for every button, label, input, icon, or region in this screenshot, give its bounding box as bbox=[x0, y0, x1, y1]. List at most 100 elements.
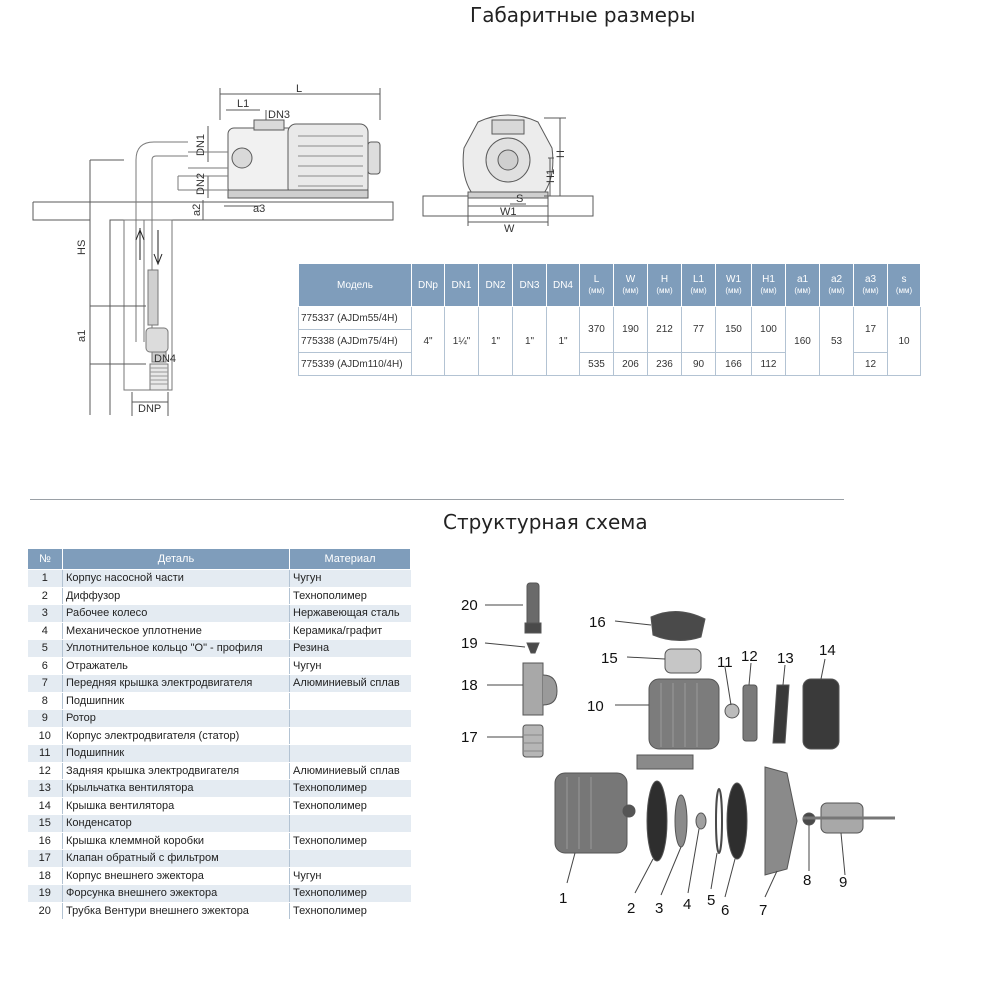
col-h: H(мм) bbox=[647, 263, 682, 307]
part-number-cell: 17 bbox=[27, 849, 63, 868]
dimensions-header-row: Модель DNp DN1 DN2 DN3 DN4 L(мм) W(мм) H… bbox=[298, 263, 921, 307]
part-material-cell bbox=[289, 727, 411, 745]
col-dnp: DNp bbox=[411, 263, 445, 307]
h1-cell: 112 bbox=[751, 352, 786, 376]
part-material-cell bbox=[289, 692, 411, 710]
part-material-cell bbox=[289, 814, 411, 833]
part-material-cell bbox=[289, 709, 411, 728]
l1-cell: 90 bbox=[681, 352, 716, 376]
col-a3: a3(мм) bbox=[853, 263, 888, 307]
label-DNP: DNP bbox=[138, 403, 161, 415]
col-model: Модель bbox=[298, 263, 412, 307]
a3-cell: 12 bbox=[853, 352, 888, 376]
col-a2: a2(мм) bbox=[819, 263, 854, 307]
callout-13: 13 bbox=[777, 650, 794, 667]
part-material-cell: Технополимер bbox=[289, 884, 411, 903]
part-name-cell: Рабочее колесо bbox=[62, 604, 290, 623]
callout-18: 18 bbox=[461, 677, 478, 694]
part-number-cell: 16 bbox=[27, 832, 63, 850]
label-H: H bbox=[555, 150, 567, 158]
a1-cell: 160 bbox=[785, 306, 820, 376]
col-l: L(мм) bbox=[579, 263, 614, 307]
label-a3: a3 bbox=[253, 203, 265, 215]
label-W1: W1 bbox=[500, 206, 517, 218]
part-name-cell: Конденсатор bbox=[62, 814, 290, 833]
part-material-cell: Чугун bbox=[289, 569, 411, 588]
part-material-cell: Чугун bbox=[289, 657, 411, 675]
part-number-cell: 11 bbox=[27, 744, 63, 763]
part-name-cell: Подшипник bbox=[62, 692, 290, 710]
callout-2: 2 bbox=[627, 900, 635, 917]
part-number-cell: 1 bbox=[27, 569, 63, 588]
part-name-cell: Трубка Вентури внешнего эжектора bbox=[62, 902, 290, 920]
model-cell: 775339 (AJDm110/4H) bbox=[298, 352, 412, 376]
a3-cell: 17 bbox=[853, 306, 888, 353]
part-material-cell: Технополимер bbox=[289, 587, 411, 605]
part-number-cell: 3 bbox=[27, 604, 63, 623]
callout-16: 16 bbox=[589, 614, 606, 631]
h-cell: 212 bbox=[647, 306, 682, 353]
part-number-cell: 4 bbox=[27, 622, 63, 640]
part-material-cell: Нержавеющая сталь bbox=[289, 604, 411, 623]
label-DN3: DN3 bbox=[268, 109, 290, 121]
part-number-cell: 7 bbox=[27, 674, 63, 693]
l-cell: 370 bbox=[579, 306, 614, 353]
col-dn3: DN3 bbox=[512, 263, 547, 307]
w-cell: 190 bbox=[613, 306, 648, 353]
part-name-cell: Отражатель bbox=[62, 657, 290, 675]
col-a1: a1(мм) bbox=[785, 263, 820, 307]
callout-14: 14 bbox=[819, 642, 836, 659]
part-number-cell: 6 bbox=[27, 657, 63, 675]
part-number-cell: 2 bbox=[27, 587, 63, 605]
s-cell: 10 bbox=[887, 306, 921, 376]
w-cell: 206 bbox=[613, 352, 648, 376]
col-part: Деталь bbox=[62, 548, 290, 570]
part-name-cell: Форсунка внешнего эжектора bbox=[62, 884, 290, 903]
label-W: W bbox=[504, 223, 515, 235]
label-H1: H1 bbox=[545, 169, 557, 183]
part-name-cell: Подшипник bbox=[62, 744, 290, 763]
side-view-drawing: L L1 DN3 DN1 DN2 a2 a3 HS a1 DN4 DNP bbox=[32, 83, 394, 416]
callout-20: 20 bbox=[461, 597, 478, 614]
col-s: s(мм) bbox=[887, 263, 921, 307]
dimensions-title: Габаритные размеры bbox=[470, 3, 696, 27]
part-name-cell: Крышка вентилятора bbox=[62, 797, 290, 815]
col-l1: L1(мм) bbox=[681, 263, 716, 307]
model-cell: 775337 (AJDm55/4H) bbox=[298, 306, 412, 330]
col-h1: H1(мм) bbox=[751, 263, 786, 307]
part-name-cell: Механическое уплотнение bbox=[62, 622, 290, 640]
part-name-cell: Задняя крышка электродвигателя bbox=[62, 762, 290, 780]
part-name-cell: Клапан обратный с фильтром bbox=[62, 849, 290, 868]
w1-cell: 150 bbox=[715, 306, 752, 353]
label-DN4: DN4 bbox=[154, 353, 176, 365]
dimensions-table: Модель DNp DN1 DN2 DN3 DN4 L(мм) W(мм) H… bbox=[298, 263, 921, 376]
label-DN1: DN1 bbox=[195, 134, 207, 156]
part-name-cell: Уплотнительное кольцо "О" - профиля bbox=[62, 639, 290, 658]
dnp-cell: 4" bbox=[411, 306, 445, 376]
callout-4: 4 bbox=[683, 896, 691, 913]
part-material-cell: Технополимер bbox=[289, 779, 411, 798]
part-number-cell: 9 bbox=[27, 709, 63, 728]
parts-header-row: № Деталь Материал bbox=[27, 548, 411, 570]
callout-7: 7 bbox=[759, 902, 767, 919]
part-number-cell: 18 bbox=[27, 867, 63, 885]
h1-cell: 100 bbox=[751, 306, 786, 353]
callout-8: 8 bbox=[803, 872, 811, 889]
a2-cell: 53 bbox=[819, 306, 854, 376]
structure-title: Структурная схема bbox=[443, 510, 648, 534]
